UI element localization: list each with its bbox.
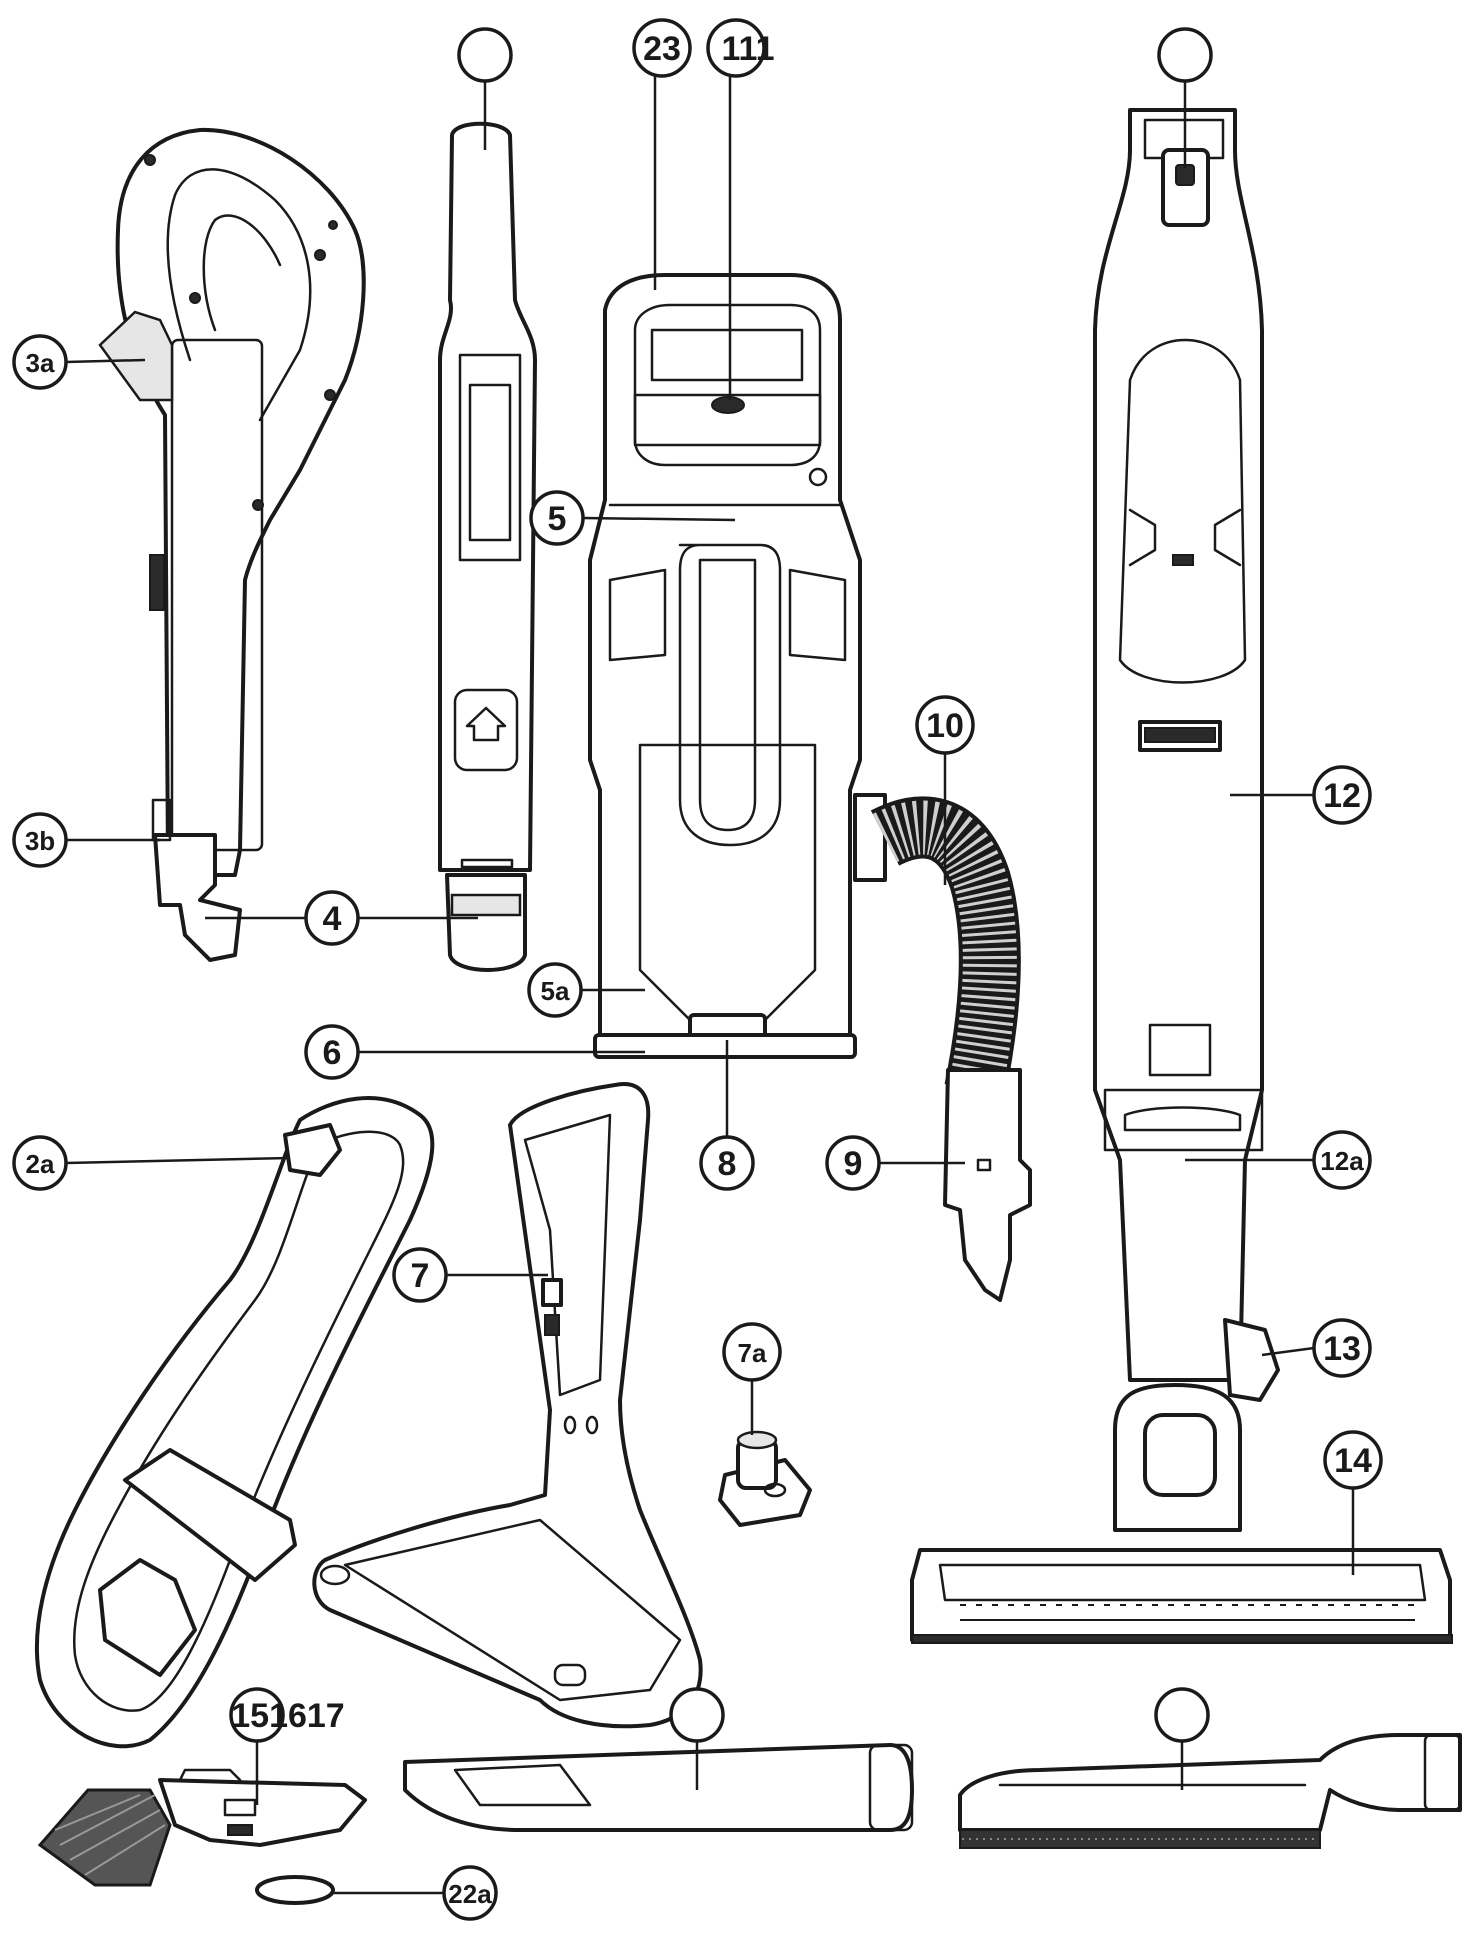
- dock-adapter: [718, 1430, 812, 1527]
- callout-2a: 2a: [12, 1135, 291, 1191]
- callout-7: 7: [392, 1247, 548, 1303]
- callout-151617: 151617: [229, 1687, 345, 1805]
- callout-22a-label: 22a: [448, 1879, 492, 1909]
- callout-12a: 12a: [1185, 1130, 1372, 1190]
- callout-7-label: 7: [411, 1257, 430, 1295]
- handle-part: [98, 127, 366, 962]
- crevice-tool: [403, 1743, 914, 1832]
- callout-9-label: 9: [844, 1145, 863, 1183]
- callout-4-label: 4: [323, 900, 342, 938]
- callout-10: 10: [915, 695, 975, 885]
- wall-dock: [312, 1082, 703, 1729]
- callout-8-label: 8: [718, 1145, 737, 1183]
- callout-3b: 3b: [12, 812, 160, 868]
- callout-7a-label: 7a: [738, 1338, 767, 1368]
- callout-111-label: 111: [722, 30, 775, 68]
- callout-3a: 3a: [12, 334, 146, 390]
- callout-5a-label: 5a: [541, 976, 570, 1006]
- callout-9: 9: [825, 1135, 965, 1191]
- main-motor-unit: [588, 273, 887, 1059]
- callout-14-label: 14: [1334, 1442, 1372, 1480]
- callout-151617-label: 151617: [231, 1697, 344, 1735]
- callout-5a: 5a: [527, 962, 645, 1018]
- handle-side-view: [438, 121, 537, 972]
- blank-callouts: [457, 27, 1213, 1790]
- callout-3a-label: 3a: [26, 348, 55, 378]
- callout-12: 12: [1230, 765, 1372, 825]
- callout-5-label: 5: [548, 500, 567, 538]
- callout-14: 14: [1323, 1430, 1383, 1575]
- callout-6: 6: [304, 1024, 645, 1080]
- callout-7a: 7a: [722, 1322, 782, 1435]
- stick-body: [910, 108, 1453, 1644]
- flexible-hose: [870, 796, 1032, 1302]
- callout-12-label: 12: [1323, 777, 1361, 815]
- callout-8: 8: [699, 1040, 755, 1191]
- brush-tool: [37, 1768, 367, 1905]
- dusting-brush-tool: [958, 1733, 1462, 1849]
- callout-23: 23: [632, 18, 692, 290]
- callout-6-label: 6: [323, 1034, 342, 1072]
- callout-111: 111: [706, 18, 775, 400]
- callout-13: 13: [1261, 1318, 1372, 1378]
- callout-3b-label: 3b: [25, 826, 55, 856]
- callout-22a: 22a: [333, 1865, 498, 1921]
- callout-12a-label: 12a: [1320, 1146, 1364, 1176]
- callout-4: 4: [205, 890, 478, 946]
- shoulder-strap: [34, 1096, 435, 1749]
- callout-2a-label: 2a: [26, 1149, 55, 1179]
- callout-5: 5: [529, 490, 736, 546]
- callout-10-label: 10: [926, 707, 964, 745]
- callout-23-label: 23: [643, 30, 681, 68]
- callout-13-label: 13: [1323, 1330, 1361, 1368]
